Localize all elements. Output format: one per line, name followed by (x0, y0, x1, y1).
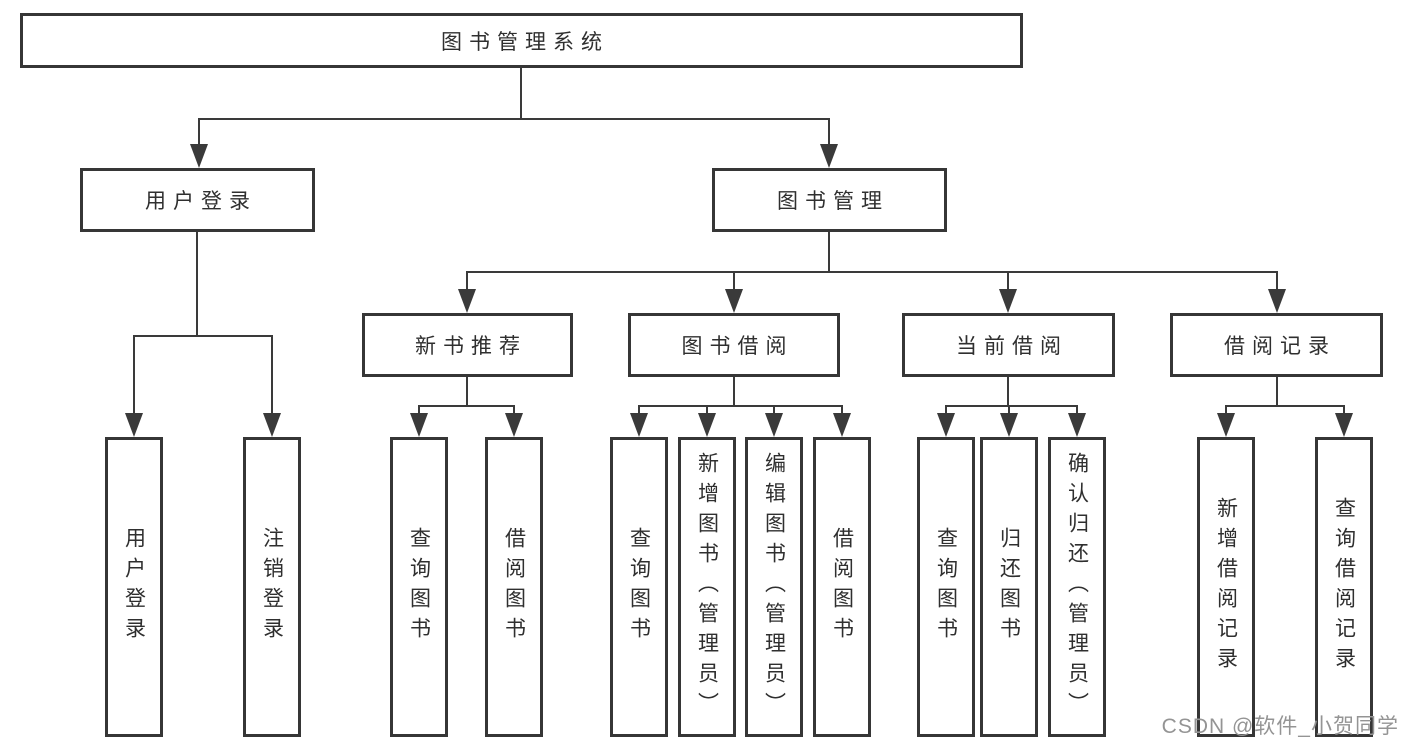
arrowhead-down-icon (458, 289, 476, 313)
leaf-current-confirm-return-admin: 确认归还（管理员） (1048, 437, 1106, 737)
arrowhead-down-icon (410, 413, 428, 437)
leaf-user-login: 用户登录 (105, 437, 163, 737)
connector-line (133, 335, 273, 337)
connector-line (638, 405, 843, 407)
arrowhead-down-icon (1217, 413, 1235, 437)
leaf-label: 新增借阅记录 (1214, 497, 1238, 677)
connector-line (133, 336, 135, 415)
connector-line (196, 232, 198, 336)
arrowhead-down-icon (505, 413, 523, 437)
node-book-borrowing: 图书借阅 (628, 313, 840, 377)
connector-line (945, 405, 1078, 407)
connector-line (466, 272, 468, 291)
connector-line (733, 377, 735, 406)
leaf-label: 查询借阅记录 (1332, 497, 1356, 677)
leaf-borrowing-edit-books-admin: 编辑图书（管理员） (745, 437, 803, 737)
leaf-borrowing-add-books-admin: 新增图书（管理员） (678, 437, 736, 737)
arrowhead-down-icon (937, 413, 955, 437)
leaf-borrowing-query-books: 查询图书 (610, 437, 668, 737)
arrowhead-down-icon (1000, 413, 1018, 437)
connector-line (198, 119, 200, 149)
connector-line (733, 272, 735, 291)
connector-line (418, 405, 515, 407)
leaf-records-query-borrow-record: 查询借阅记录 (1315, 437, 1373, 737)
arrowhead-down-icon (1268, 289, 1286, 313)
leaf-borrowing-borrow-books: 借阅图书 (813, 437, 871, 737)
connector-line (1008, 406, 1010, 415)
arrowhead-down-icon (833, 413, 851, 437)
connector-line (513, 406, 515, 415)
leaf-logout: 注销登录 (243, 437, 301, 737)
leaf-label: 用户登录 (122, 527, 146, 647)
connector-line (945, 406, 947, 415)
arrowhead-down-icon (820, 144, 838, 168)
arrowhead-down-icon (1068, 413, 1086, 437)
arrowhead-down-icon (698, 413, 716, 437)
leaf-current-return-books: 归还图书 (980, 437, 1038, 737)
node-label: 图书管理 (777, 190, 889, 213)
arrowhead-down-icon (1335, 413, 1353, 437)
connector-line (1076, 406, 1078, 415)
arrowhead-down-icon (190, 144, 208, 168)
connector-line (638, 406, 640, 415)
node-label: 用户登录 (145, 190, 257, 213)
arrowhead-down-icon (999, 289, 1017, 313)
node-label: 图书管理系统 (441, 30, 609, 54)
leaf-newrec-query-books: 查询图书 (390, 437, 448, 737)
arrowhead-down-icon (725, 289, 743, 313)
connector-line (841, 406, 843, 415)
connector-line (418, 406, 420, 415)
leaf-records-add-borrow-record: 新增借阅记录 (1197, 437, 1255, 737)
csdn-watermark: CSDN @软件_小贺同学 (1161, 715, 1399, 738)
connector-line (1007, 272, 1009, 291)
connector-line (520, 68, 522, 119)
connector-line (828, 232, 830, 272)
connector-line (1225, 405, 1345, 407)
node-borrowing-records: 借阅记录 (1170, 313, 1383, 377)
node-root-library-management-system: 图书管理系统 (20, 13, 1023, 68)
leaf-label: 归还图书 (997, 527, 1021, 647)
leaf-newrec-borrow-books: 借阅图书 (485, 437, 543, 737)
connector-line (1225, 406, 1227, 415)
leaf-current-query-books: 查询图书 (917, 437, 975, 737)
connector-line (1276, 272, 1278, 291)
leaf-label: 注销登录 (260, 527, 284, 647)
leaf-label: 查询图书 (407, 527, 431, 647)
leaf-label: 新增图书（管理员） (695, 452, 719, 722)
node-label: 图书借阅 (681, 335, 794, 358)
connector-line (1276, 377, 1278, 406)
leaf-label: 查询图书 (627, 527, 651, 647)
leaf-label: 借阅图书 (830, 527, 854, 647)
arrowhead-down-icon (630, 413, 648, 437)
connector-line (198, 118, 830, 120)
leaf-label: 确认归还（管理员） (1065, 452, 1089, 722)
node-label: 新书推荐 (415, 335, 527, 358)
leaf-label: 查询图书 (934, 527, 958, 647)
connector-line (466, 377, 468, 406)
connector-line (271, 336, 273, 415)
node-new-book-recommend: 新书推荐 (362, 313, 573, 377)
arrowhead-down-icon (765, 413, 783, 437)
connector-line (773, 406, 775, 415)
connector-line (466, 271, 1278, 273)
connector-line (828, 119, 830, 149)
node-label: 当前借阅 (956, 335, 1068, 358)
leaf-label: 借阅图书 (502, 527, 526, 647)
arrowhead-down-icon (125, 413, 143, 437)
node-book-management-branch: 图书管理 (712, 168, 947, 232)
connector-line (1007, 377, 1009, 406)
node-label: 借阅记录 (1224, 335, 1336, 358)
connector-line (1343, 406, 1345, 415)
node-user-login-branch: 用户登录 (80, 168, 315, 232)
arrowhead-down-icon (263, 413, 281, 437)
connector-line (706, 406, 708, 415)
node-current-borrowing: 当前借阅 (902, 313, 1115, 377)
leaf-label: 编辑图书（管理员） (762, 452, 786, 722)
